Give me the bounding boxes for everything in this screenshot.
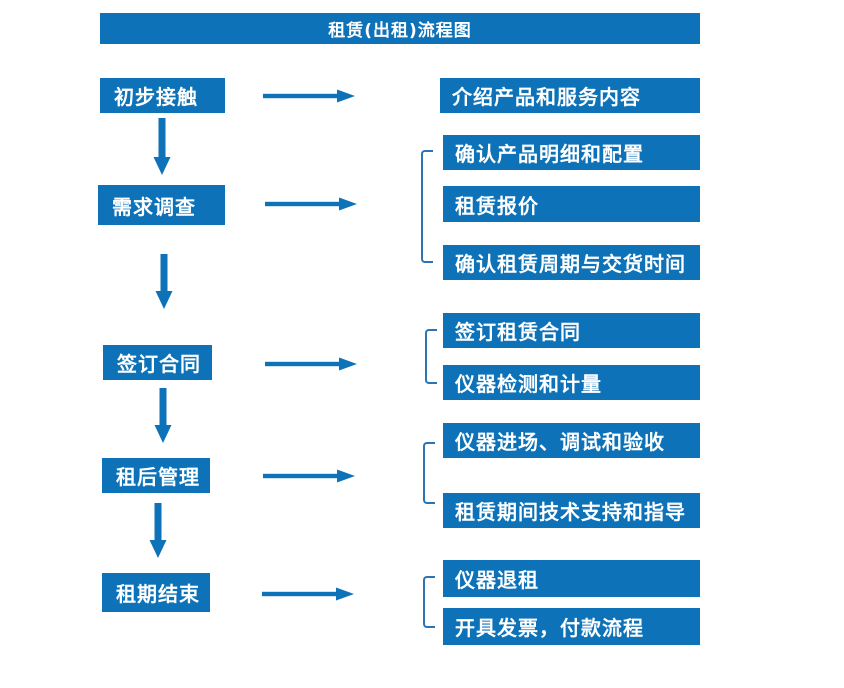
output-box-instrument-setup: 仪器进场、调试和验收 <box>443 423 700 458</box>
output-box-invoice-payment: 开具发票，付款流程 <box>443 608 700 645</box>
right-arrow-icon <box>265 356 357 372</box>
step-box-rental-end: 租期结束 <box>102 573 210 612</box>
down-arrow-icon <box>153 388 173 443</box>
page-title: 租赁(出租)流程图 <box>328 21 472 41</box>
down-arrow-icon <box>154 254 174 309</box>
step-box-post-rental-management: 租后管理 <box>102 458 210 493</box>
down-arrow-icon <box>152 118 172 175</box>
right-arrow-icon <box>263 88 355 104</box>
output-box-introduce-products: 介绍产品和服务内容 <box>440 78 700 113</box>
step-box-sign-contract: 签订合同 <box>103 345 212 380</box>
group-bracket <box>425 329 437 384</box>
output-box-confirm-product-details: 确认产品明细和配置 <box>443 135 700 170</box>
output-box-confirm-rental-period: 确认租赁周期与交货时间 <box>443 245 700 280</box>
output-box-instrument-testing: 仪器检测和计量 <box>443 365 700 400</box>
group-bracket <box>421 150 433 263</box>
right-arrow-icon <box>262 586 354 602</box>
output-box-sign-rental-contract: 签订租赁合同 <box>443 313 700 348</box>
step-box-demand-survey: 需求调查 <box>98 185 225 225</box>
group-bracket <box>423 576 435 628</box>
output-box-instrument-return: 仪器退租 <box>443 560 700 597</box>
group-bracket <box>423 442 435 504</box>
output-box-rental-quote: 租赁报价 <box>443 186 700 222</box>
right-arrow-icon <box>263 468 355 484</box>
step-box-initial-contact: 初步接触 <box>100 78 225 113</box>
right-arrow-icon <box>265 196 357 212</box>
title-bar: 租赁(出租)流程图 <box>100 13 700 44</box>
output-box-tech-support: 租赁期间技术支持和指导 <box>443 493 700 528</box>
down-arrow-icon <box>148 503 168 558</box>
